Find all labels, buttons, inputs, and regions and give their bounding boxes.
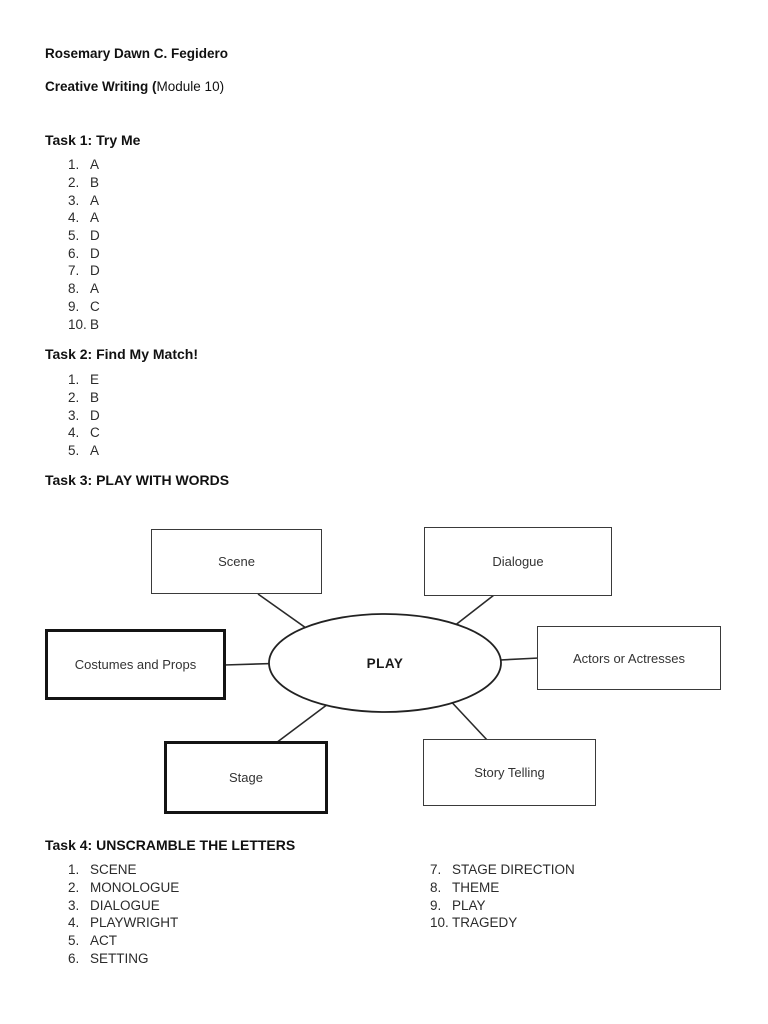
item-number: 5.	[68, 228, 80, 244]
item-value: A	[90, 281, 100, 297]
answer-row: 1. A	[68, 156, 100, 174]
item-number: 5.	[68, 933, 80, 949]
course-title-rest: Module 10)	[156, 79, 225, 94]
item-value: D	[90, 407, 100, 423]
diagram-node-stage: Stage	[164, 741, 328, 814]
answer-row: 1. SCENE	[68, 861, 430, 879]
diagram-node-costumes-and-props: Costumes and Props	[45, 629, 226, 700]
item-value: D	[90, 228, 100, 244]
item-number: 3.	[68, 897, 80, 913]
diagram-node-story-telling: Story Telling	[423, 739, 596, 806]
item-number: 1.	[68, 372, 80, 388]
play-concept-diagram: PLAY Scene Dialogue Costumes and Props A…	[0, 505, 768, 835]
answer-row: 10.TRAGEDY	[430, 914, 768, 932]
task1-heading: Task 1: Try Me	[45, 132, 141, 148]
item-number: 10.	[68, 316, 87, 332]
item-value: D	[90, 245, 100, 261]
answer-row: 7. D	[68, 262, 100, 280]
answer-row: 6. D	[68, 244, 100, 262]
item-number: 7.	[430, 862, 442, 878]
task4-right-column: 7. STAGE DIRECTION 8. THEME 9. PLAY 10.TRAG…	[430, 861, 768, 967]
item-number: 9.	[68, 298, 80, 314]
item-number: 5.	[68, 443, 80, 459]
item-value: PLAYWRIGHT	[90, 915, 179, 931]
item-value: A	[90, 210, 100, 226]
diagram-center-node-play: PLAY	[366, 655, 404, 671]
item-number: 4.	[68, 210, 80, 226]
task3-heading: Task 3: PLAY WITH WORDS	[45, 472, 230, 488]
item-value: B	[90, 175, 100, 191]
answer-row: 1. E	[68, 371, 100, 389]
item-value: A	[90, 443, 100, 459]
answer-row: 5. ACT	[68, 932, 430, 950]
item-number: 4.	[68, 425, 80, 441]
answer-row: 5. D	[68, 227, 100, 245]
answer-row: 2. B	[68, 389, 100, 407]
answer-row: 3. D	[68, 406, 100, 424]
item-number: 3.	[68, 407, 80, 423]
task2-heading: Task 2: Find My Match!	[45, 346, 198, 362]
course-title-bold: Creative Writing (	[45, 79, 157, 94]
item-value: MONOLOGUE	[90, 880, 180, 896]
answer-row: 9. PLAY	[430, 896, 768, 914]
item-number: 4.	[68, 915, 80, 931]
task4-left-column: 1. SCENE 2. MONOLOGUE 3. DIALOGUE 4. PLAYWRI…	[68, 861, 430, 967]
diagram-node-dialogue: Dialogue	[424, 527, 612, 596]
item-value: A	[90, 192, 100, 208]
item-number: 6.	[68, 245, 80, 261]
item-number: 1.	[68, 157, 80, 173]
answer-row: 5. A	[68, 442, 100, 460]
answer-row: 3. A	[68, 191, 100, 209]
item-value: PLAY	[452, 897, 486, 913]
item-value: SETTING	[90, 950, 149, 966]
item-number: 1.	[68, 862, 80, 878]
task4-heading: Task 4: UNSCRAMBLE THE LETTERS	[45, 837, 296, 853]
diagram-node-actors-or-actresses: Actors or Actresses	[537, 626, 721, 690]
answer-row: 3. DIALOGUE	[68, 896, 430, 914]
item-value: SCENE	[90, 862, 137, 878]
item-number: 7.	[68, 263, 80, 279]
task2-answer-list: 1. E 2. B 3. D 4. C 5. A	[68, 371, 100, 459]
task4-answer-columns: 1. SCENE 2. MONOLOGUE 3. DIALOGUE 4. PLAYWRI…	[68, 861, 768, 967]
answer-row: 10.B	[68, 315, 100, 333]
diagram-node-scene: Scene	[151, 529, 322, 594]
item-number: 8.	[430, 880, 442, 896]
item-number: 2.	[68, 175, 80, 191]
answer-row: 4. C	[68, 424, 100, 442]
answer-row: 2. B	[68, 174, 100, 192]
answer-row: 2. MONOLOGUE	[68, 879, 430, 897]
item-value: B	[90, 390, 100, 406]
item-number: 9.	[430, 897, 442, 913]
answer-row: 4. PLAYWRIGHT	[68, 914, 430, 932]
answer-row: 9. C	[68, 298, 100, 316]
item-value: DIALOGUE	[90, 897, 160, 913]
item-value: C	[90, 425, 100, 441]
item-value: E	[90, 372, 100, 388]
answer-row: 8. THEME	[430, 879, 768, 897]
item-number: 2.	[68, 880, 80, 896]
task1-answer-list: 1.A 2.B 3.A 4.A 5.D 6.D 7.D 8.A 9.C 10.B	[68, 156, 100, 333]
item-number: 6.	[68, 950, 80, 966]
answer-row: 6. SETTING	[68, 949, 430, 967]
item-value: TRAGEDY	[452, 915, 518, 931]
item-number: 2.	[68, 390, 80, 406]
item-value: STAGE DIRECTION	[452, 862, 575, 878]
author-name: Rosemary Dawn C. Fegidero	[45, 46, 229, 61]
item-value: B	[90, 316, 100, 332]
item-value: ACT	[90, 933, 117, 949]
answer-row: 7. STAGE DIRECTION	[430, 861, 768, 879]
item-value: A	[90, 157, 100, 173]
item-number: 3.	[68, 192, 80, 208]
item-number: 8.	[68, 281, 80, 297]
answer-row: 4. A	[68, 209, 100, 227]
item-value: D	[90, 263, 100, 279]
answer-row: 8. A	[68, 280, 100, 298]
item-value: C	[90, 298, 100, 314]
diagram-connectors-and-ellipse	[223, 593, 540, 744]
course-title: Creative Writing (Module 10)	[45, 79, 224, 94]
item-number: 10.	[430, 915, 449, 931]
item-value: THEME	[452, 880, 500, 896]
